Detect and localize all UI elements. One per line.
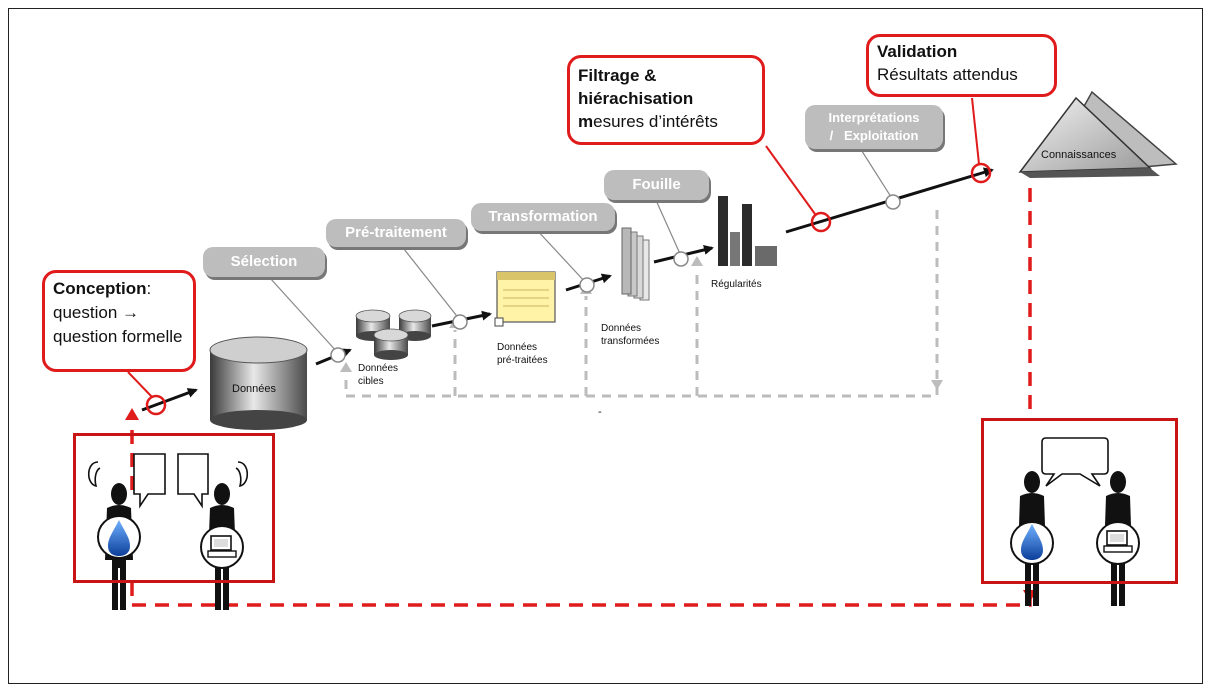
label-donnees-transformees: Données transformées bbox=[601, 322, 659, 348]
regularites-bars-icon bbox=[718, 196, 777, 266]
label-donnees-transformees-1: Données bbox=[601, 323, 642, 334]
speech-bubble-left-icon bbox=[133, 453, 166, 509]
stage-junctions bbox=[330, 194, 901, 363]
filtrage-line3-rest: esures d’intérêts bbox=[593, 112, 718, 131]
validation-title: Validation bbox=[877, 42, 958, 61]
water-drop-right-icon bbox=[1021, 524, 1043, 560]
feedback-path bbox=[344, 210, 939, 398]
filtrage-title-1: Filtrage & bbox=[578, 66, 657, 85]
right-actors-panel bbox=[981, 418, 1178, 584]
person-right-icon bbox=[200, 483, 244, 610]
dash-mark: - bbox=[598, 406, 602, 418]
conception-line3: question formelle bbox=[53, 327, 183, 346]
label-connaissances: Connaissances bbox=[1041, 149, 1117, 161]
computer-icon bbox=[207, 535, 237, 558]
donnees-pretraitees-icon bbox=[494, 271, 556, 327]
conception-colon: : bbox=[146, 279, 152, 298]
filtrage-line3: mesures d’intérêts bbox=[578, 110, 754, 133]
connaissances-pyramid-icon bbox=[1018, 90, 1178, 178]
conception-line2: question → bbox=[53, 303, 139, 322]
label-donnees-cibles-2: cibles bbox=[358, 376, 384, 387]
stage-connectors bbox=[269, 147, 894, 354]
person-left-icon bbox=[97, 483, 141, 610]
computer-right-icon bbox=[1103, 530, 1133, 553]
diagram-frame bbox=[8, 8, 1203, 684]
right-ear-icon bbox=[235, 461, 249, 488]
conception-title: Conception bbox=[53, 279, 147, 298]
label-donnees-cibles: Données cibles bbox=[358, 362, 398, 388]
label-donnees-pretraitees-2: pré-traitées bbox=[497, 355, 548, 366]
right-people-illustration bbox=[1010, 437, 1140, 606]
conception-callout: Conception: question → question formelle bbox=[42, 270, 196, 372]
person-right-panel-1-icon bbox=[1010, 471, 1054, 606]
conception-line1: Conception: bbox=[53, 277, 185, 301]
donnees-transformees-icon bbox=[621, 227, 650, 301]
filtrage-line3-bold: m bbox=[578, 112, 594, 131]
stage-transformation: Transformation bbox=[471, 203, 615, 231]
label-donnees-pretraitees: Données pré-traitées bbox=[497, 341, 548, 367]
stage-pretraitement: Pré-traitement bbox=[326, 219, 466, 247]
person-right-panel-2-icon bbox=[1096, 471, 1140, 606]
stage-selection: Sélection bbox=[203, 247, 325, 277]
speech-bubble-right-icon bbox=[177, 453, 209, 509]
left-actors-panel bbox=[73, 433, 275, 583]
label-donnees-transformees-2: transformées bbox=[601, 336, 660, 347]
donnees-cibles-icon bbox=[355, 309, 432, 360]
red-markers bbox=[145, 162, 992, 416]
callout-pointers bbox=[127, 97, 980, 398]
filtrage-callout: Filtrage & hiérachisation mesures d’inté… bbox=[567, 55, 765, 145]
feedback-loop bbox=[344, 210, 939, 398]
label-donnees-cibles-1: Données bbox=[358, 363, 399, 374]
left-people-illustration bbox=[87, 453, 249, 610]
speech-bubble-wide-icon bbox=[1041, 437, 1109, 487]
label-donnees-pretraitees-1: Données bbox=[497, 342, 538, 353]
stage-interpretation-line2: / Exploitation bbox=[829, 128, 919, 143]
label-donnees: Données bbox=[232, 383, 277, 395]
stage-interpretation: Interprétations / Exploitation bbox=[805, 105, 943, 149]
donnees-cylinder-icon bbox=[209, 336, 308, 430]
filtrage-title-2: hiérachisation bbox=[578, 89, 694, 108]
left-ear-icon bbox=[87, 461, 101, 488]
validation-line2: Résultats attendus bbox=[877, 65, 1018, 84]
validation-callout: Validation Résultats attendus bbox=[866, 34, 1057, 97]
label-regularites: Régularités bbox=[711, 279, 762, 290]
stage-interpretation-line1: Interprétations bbox=[828, 110, 920, 125]
water-drop-icon bbox=[108, 520, 130, 556]
stage-fouille: Fouille bbox=[604, 170, 709, 200]
